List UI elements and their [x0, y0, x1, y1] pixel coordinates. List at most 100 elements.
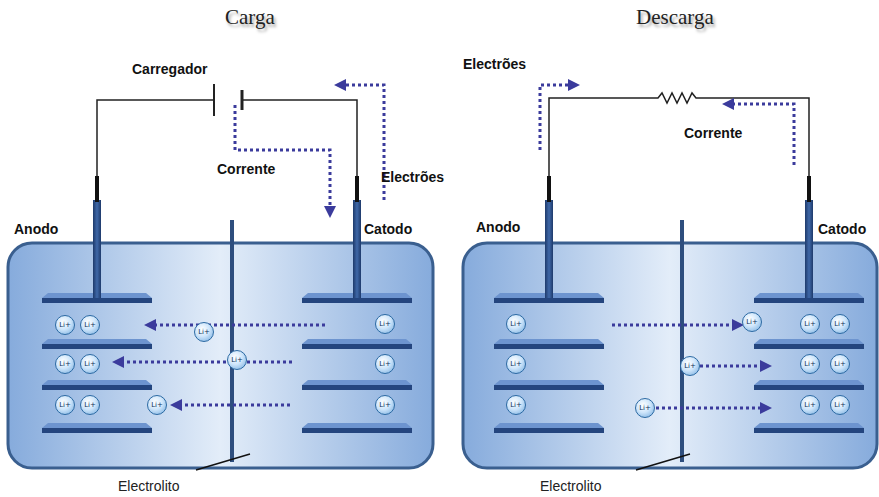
terminal	[547, 176, 551, 202]
electrode-plate	[494, 385, 604, 390]
ion-label: Li+	[379, 402, 391, 409]
electrode-rod	[353, 200, 361, 298]
terminal	[95, 176, 99, 202]
flow-label: Corrente	[217, 162, 275, 177]
ion-label: Li+	[84, 322, 96, 329]
ion-label: Li+	[84, 402, 96, 409]
separator	[230, 220, 234, 462]
leader-line	[196, 454, 250, 470]
lithium-ion: Li+	[55, 315, 75, 335]
electrode-name: Catodo	[364, 222, 412, 237]
electrode-plate	[302, 380, 412, 385]
electrode-plate	[42, 298, 152, 303]
charger-symbol	[241, 90, 244, 110]
ion-label: Li+	[84, 361, 96, 368]
lithium-ion: Li+	[375, 354, 395, 374]
ion-label: Li+	[379, 321, 391, 328]
electrode-plate	[42, 380, 152, 385]
electrode-plate	[494, 344, 604, 349]
lithium-ion: Li+	[800, 314, 820, 334]
lithium-ion: Li+	[830, 395, 850, 415]
panel-title: Carga	[225, 6, 275, 29]
lithium-ion: Li+	[635, 398, 655, 418]
lithium-ion: Li+	[80, 354, 100, 374]
electrode-plate	[494, 298, 604, 303]
battery-cell	[8, 243, 433, 468]
lithium-ion: Li+	[80, 395, 100, 415]
ion-label: Li+	[804, 402, 816, 409]
lithium-ion: Li+	[227, 350, 247, 370]
electrode-name: Anodo	[476, 220, 520, 235]
lithium-ion: Li+	[55, 395, 75, 415]
lithium-ion: Li+	[375, 395, 395, 415]
flow-label: Corrente	[684, 126, 742, 141]
electrode-plate	[42, 423, 152, 428]
electrode-plate	[302, 423, 412, 428]
ion-label: Li+	[231, 357, 243, 364]
electrode-plate	[494, 423, 604, 428]
electrode-plate	[42, 385, 152, 390]
lithium-ion: Li+	[506, 354, 526, 374]
lithium-ion: Li+	[375, 314, 395, 334]
ion-label: Li+	[59, 402, 71, 409]
lithium-ion: Li+	[506, 314, 526, 334]
electrode-rod	[93, 200, 101, 298]
lithium-ion: Li+	[830, 354, 850, 374]
terminal	[807, 176, 811, 202]
ion-label: Li+	[59, 322, 71, 329]
ion-label: Li+	[639, 405, 651, 412]
lithium-ion: Li+	[800, 354, 820, 374]
electrode-plate	[754, 428, 864, 433]
resistor-symbol	[549, 93, 809, 180]
electrode-plate	[302, 339, 412, 344]
ion-label: Li+	[510, 402, 522, 409]
ion-label: Li+	[746, 319, 758, 326]
part-name: Electrolito	[118, 479, 179, 494]
ion-label: Li+	[59, 361, 71, 368]
electrode-plate	[754, 339, 864, 344]
electrode-plate	[754, 380, 864, 385]
electrode-plate	[754, 385, 864, 390]
ion-label: Li+	[804, 321, 816, 328]
part-name: Electrolito	[540, 479, 601, 494]
flow-label: Electrões	[463, 57, 526, 72]
electrode-plate	[494, 339, 604, 344]
lithium-ion: Li+	[80, 315, 100, 335]
ion-label: Li+	[834, 361, 846, 368]
lithium-ion: Li+	[147, 395, 167, 415]
ion-label: Li+	[510, 321, 522, 328]
charger-symbol	[213, 84, 215, 116]
flow-arrows	[118, 85, 794, 408]
separator	[680, 220, 684, 462]
electrode-plate	[754, 298, 864, 303]
ion-label: Li+	[379, 361, 391, 368]
electrode-plate	[42, 344, 152, 349]
lithium-ion: Li+	[830, 314, 850, 334]
electrode-plate	[302, 385, 412, 390]
electrode-plate	[754, 423, 864, 428]
electrode-plate	[42, 339, 152, 344]
electrode-plate	[302, 344, 412, 349]
lithium-ion: Li+	[680, 356, 700, 376]
electrode-plate	[42, 428, 152, 433]
wire	[97, 100, 214, 180]
ion-label: Li+	[684, 363, 696, 370]
lithium-ion: Li+	[194, 322, 214, 342]
lithium-ion: Li+	[506, 395, 526, 415]
ion-label: Li+	[151, 402, 163, 409]
electrode-rod	[545, 200, 553, 298]
electrode-plate	[494, 428, 604, 433]
electrode-plate	[494, 380, 604, 385]
lithium-ion: Li+	[800, 395, 820, 415]
part-name: Carregador	[132, 62, 207, 77]
electrode-rod	[805, 200, 813, 298]
electrode-name: Catodo	[818, 222, 866, 237]
flow-label: Electrões	[381, 170, 444, 185]
lithium-ion: Li+	[55, 354, 75, 374]
ion-label: Li+	[834, 321, 846, 328]
panel-title: Descarga	[636, 6, 714, 29]
ion-label: Li+	[804, 361, 816, 368]
electrode-plate	[302, 298, 412, 303]
ion-label: Li+	[198, 329, 210, 336]
